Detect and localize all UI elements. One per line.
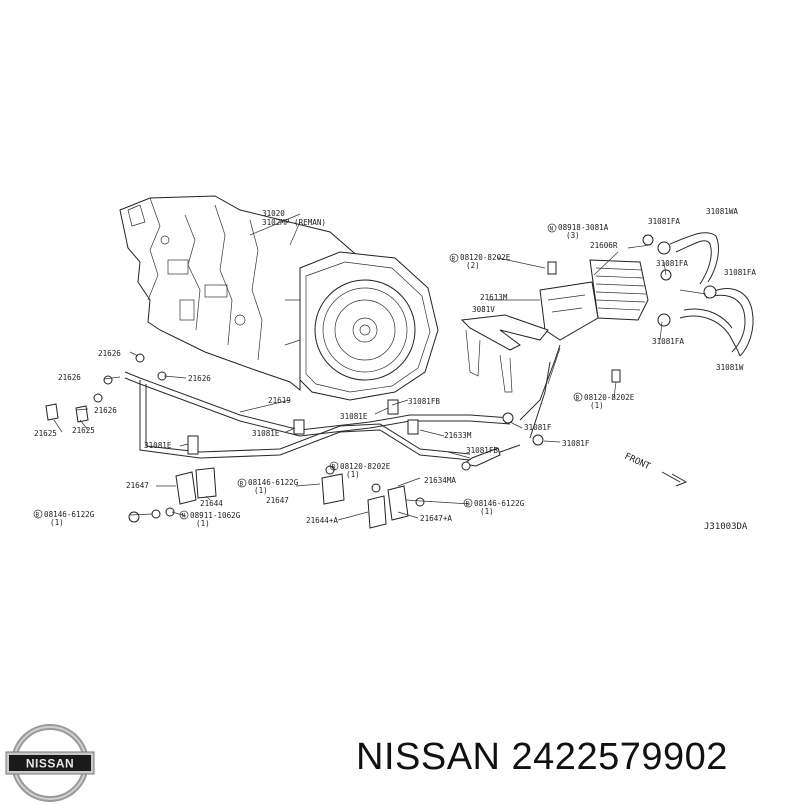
label-31081w: 31081W [716,363,744,372]
label-21647-b: 21647 [266,496,289,505]
label-08120-top-sub: (2) [466,261,480,270]
label-21625-b: 21625 [72,426,95,435]
label-08120-top: 08120-8202E [460,253,511,262]
svg-text:B: B [452,256,456,263]
label-08120-mid: 08120-8202E [584,393,635,402]
svg-text:B: B [36,512,40,519]
label-31081e-a: 31081E [340,412,368,421]
label-31081fa-a: 31081FA [648,217,680,226]
label-21626-d: 21626 [94,406,117,415]
label-31081f-a: 31081F [524,423,552,432]
part-labels: 31020 3102MP (REMAN) 31081WA 31081FA 089… [34,207,756,532]
label-31081wa: 31081WA [706,207,738,216]
label-21647a: 21647+A [420,514,452,523]
cooler-tubes [124,344,561,471]
label-08146-c-sub: (1) [50,518,64,527]
label-3081v: 3081V [472,305,495,314]
svg-text:N: N [182,513,186,520]
label-21613m: 21613M [480,293,508,302]
label-08120-low: 08120-8202E [340,462,391,471]
label-31081fa-c: 31081FA [724,268,756,277]
callout-markers: N B B B B B B N [33,223,583,520]
front-arrow: FRONT [623,452,688,487]
label-21647-a: 21647 [126,481,149,490]
svg-text:B: B [332,464,336,471]
front-label: FRONT [623,452,652,473]
label-31081fb-b: 31081FB [466,446,498,455]
label-31081fa-d: 31081FA [652,337,684,346]
label-transmission-sub: 3102MP (REMAN) [262,218,326,227]
label-21619: 21619 [268,396,291,405]
label-08120-low-sub: (1) [346,470,360,479]
label-08146-b-sub: (1) [480,507,494,516]
svg-text:B: B [576,395,580,402]
label-31081fa-b: 31081FA [656,259,688,268]
oil-cooler-assembly [460,232,754,393]
label-31081fb-a: 31081FB [408,397,440,406]
part-number-caption: NISSAN 2422579902 [356,736,728,778]
label-31081e-b: 31081E [252,429,280,438]
label-21626-b: 21626 [58,373,81,382]
label-21626-c: 21626 [188,374,211,383]
leader-lines [53,213,707,521]
label-21625-a: 21625 [34,429,57,438]
label-08120-mid-sub: (1) [590,401,604,410]
label-21644a: 21644+A [306,516,338,525]
label-31081e-c: 31081E [144,441,172,450]
label-transmission: 31020 [262,209,285,218]
label-21626-a: 21626 [98,349,121,358]
svg-text:N: N [550,226,554,233]
label-08146-c: 08146-6122G [44,510,95,519]
label-21634ma: 21634MA [424,476,456,485]
label-21644: 21644 [200,499,223,508]
diagram-code: J31003DA [704,522,748,532]
label-08918: 08918-3081A [558,223,609,232]
label-08911: 08911-1062G [190,511,241,520]
label-21606r: 21606R [590,241,618,250]
label-08146-a-sub: (1) [254,486,268,495]
label-08918-sub: (3) [566,231,580,240]
label-08911-sub: (1) [196,519,210,528]
label-08146-b: 08146-6122G [474,499,525,508]
label-08146-a: 08146-6122G [248,478,299,487]
transmission-assembly [119,195,439,401]
label-21633m: 21633M [444,431,472,440]
label-31081f-b: 31081F [562,439,590,448]
logo-text: NISSAN [26,757,74,771]
svg-text:B: B [466,501,470,508]
svg-text:B: B [240,481,244,488]
nissan-logo: NISSAN [5,724,95,802]
